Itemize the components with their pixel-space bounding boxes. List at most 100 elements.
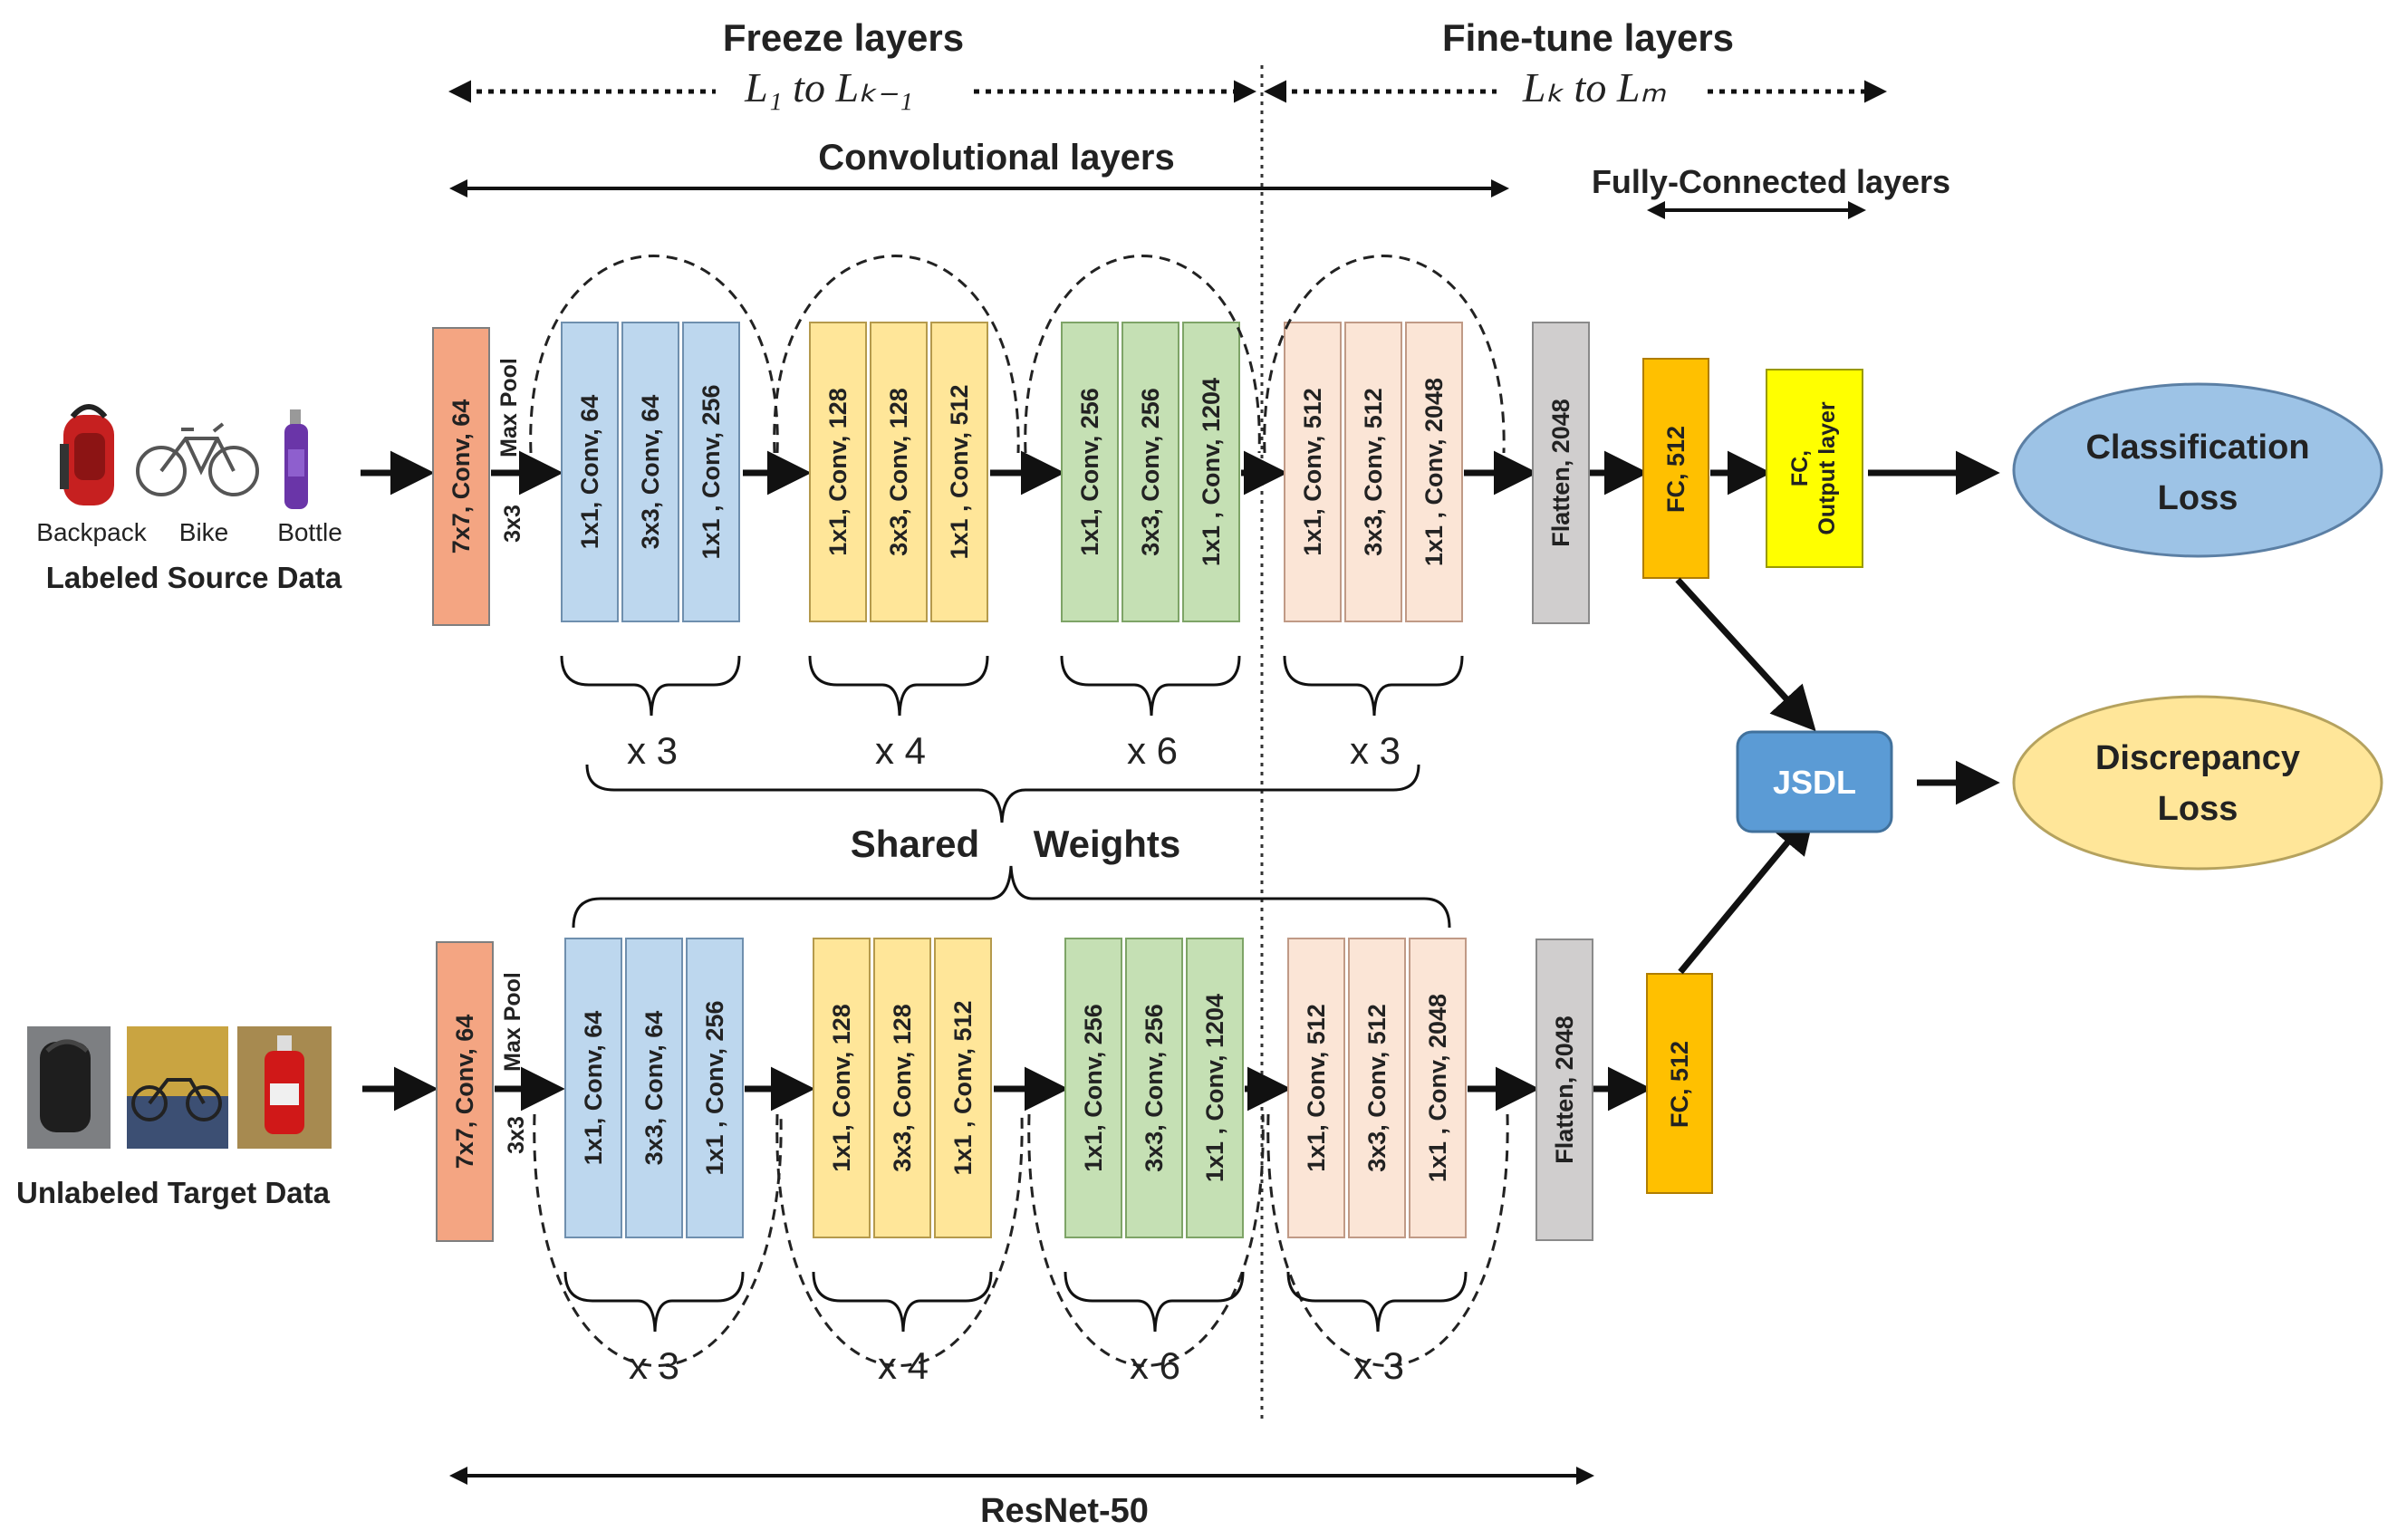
max-pool-size-label: 3x3 <box>500 505 525 543</box>
target-stage2-brace <box>812 1271 993 1333</box>
discrepancy-loss-ellipse <box>2012 695 2383 871</box>
classification-loss-ellipse <box>2012 382 2383 558</box>
stem-conv-block <box>432 327 490 626</box>
target-stage2-layer2-label: 3x3, Conv, 128 <box>889 1004 916 1172</box>
stage2-brace <box>808 655 989 717</box>
target-stage2-layer3-label: 1x1 , Conv, 512 <box>949 1000 977 1175</box>
source-fc-block <box>1642 358 1709 579</box>
stage2-layer2-label: 3x3, Conv, 128 <box>885 388 912 556</box>
target-stage1-layer2 <box>625 938 683 1238</box>
classification-loss-label-line2: Loss <box>2158 479 2238 517</box>
bike-label: Bike <box>179 518 228 546</box>
target-stage2-layer1 <box>813 938 871 1238</box>
stage3-skip-arc <box>1024 255 1261 454</box>
backpack-image <box>60 404 114 505</box>
shared-weights-bottom-brace <box>572 865 1451 929</box>
target-stage4-brace <box>1286 1271 1468 1333</box>
stage3-layer2 <box>1121 322 1179 622</box>
finetune-range: Lₖ to Lₘ <box>1522 64 1667 111</box>
target-stem-conv-block <box>436 941 494 1242</box>
target-max-pool-size-label: 3x3 <box>504 1116 529 1154</box>
target-stage3-layer2 <box>1125 938 1183 1238</box>
target-stage4-layer2-label: 3x3, Conv, 512 <box>1363 1004 1391 1172</box>
jsdl-block <box>1736 730 1893 833</box>
stage4-layer3 <box>1405 322 1463 622</box>
target-stage3-layer1 <box>1064 938 1122 1238</box>
target-bottle-image <box>237 1026 332 1149</box>
bike-image <box>136 422 259 496</box>
target-stage2-repeat-label: x 4 <box>878 1344 929 1387</box>
stage1-skip-arc <box>529 255 779 454</box>
target-stage3-layer1-label: 1x1, Conv, 256 <box>1080 1004 1107 1172</box>
stage4-layer3-label: 1x1 , Conv, 2048 <box>1420 378 1448 566</box>
target-stage3-blocks: 1x1, Conv, 256 3x3, Conv, 256 1x1 , Conv… <box>1064 938 1244 1238</box>
jsdl-label: JSDL <box>1773 764 1856 801</box>
freeze-layers-title: Freeze layers <box>723 16 964 59</box>
source-branch: 7x7, Conv, 64 Max Pool 3x3 1x1, Conv, 64… <box>361 255 2000 772</box>
stage4-layer2 <box>1344 322 1402 622</box>
target-stem-conv-label: 7x7, Conv, 64 <box>451 1015 478 1169</box>
stage3-layer3 <box>1182 322 1240 622</box>
stage1-layer2 <box>621 322 679 622</box>
stage4-layer2-label: 3x3, Conv, 512 <box>1360 388 1387 556</box>
stage2-layer1-label: 1x1, Conv, 128 <box>824 388 852 556</box>
stage2-layer3-label: 1x1 , Conv, 512 <box>946 384 973 559</box>
stage1-layer1 <box>561 322 619 622</box>
stage4-layer1 <box>1284 322 1342 622</box>
target-stage3-layer3 <box>1186 938 1244 1238</box>
freeze-range: L₁ to Lₖ₋₁ <box>744 64 913 111</box>
arrow-target-fc-to-jsdl <box>1678 808 1816 975</box>
source-flatten-label: Flatten, 2048 <box>1547 399 1574 547</box>
stage3-layer3-label: 1x1 , Conv, 1204 <box>1198 378 1225 566</box>
output-layer-label-line2: Output layer <box>1815 401 1840 535</box>
unlabeled-target-data-caption: Unlabeled Target Data <box>16 1176 331 1209</box>
target-bike-image <box>127 1026 228 1149</box>
arrow-source-fc-to-jsdl <box>1675 577 1816 732</box>
target-stage2-layer3 <box>934 938 992 1238</box>
convolutional-layers-label: Convolutional layers <box>818 138 1174 178</box>
stage3-layer1-label: 1x1, Conv, 256 <box>1076 388 1103 556</box>
target-backpack-image <box>27 1026 111 1149</box>
shared-weights-top-brace <box>585 764 1420 823</box>
backpack-label: Backpack <box>36 518 147 546</box>
output-layer-label-line1: FC, <box>1787 450 1813 486</box>
bottle-label: Bottle <box>277 518 342 546</box>
stage2-layer3 <box>930 322 988 622</box>
resnet50-label: ResNet-50 <box>980 1492 1149 1530</box>
target-stage4-layer1 <box>1287 938 1345 1238</box>
stage1-layer1-label: 1x1, Conv, 64 <box>576 395 603 550</box>
shared-label: Shared <box>851 823 979 865</box>
target-stage2-blocks: 1x1, Conv, 128 3x3, Conv, 128 1x1 , Conv… <box>813 938 992 1238</box>
target-stage4-repeat-label: x 3 <box>1353 1344 1404 1387</box>
bottle-image <box>284 409 308 509</box>
target-fc-label: FC, 512 <box>1666 1041 1693 1128</box>
target-stage3-layer3-label: 1x1 , Conv, 1204 <box>1201 994 1228 1182</box>
output-layer-block <box>1766 369 1863 568</box>
target-branch: 7x7, Conv, 64 Max Pool 3x3 1x1, Conv, 64… <box>362 938 1713 1387</box>
target-fc-block <box>1646 973 1713 1194</box>
discrepancy-loss-label-line2: Loss <box>2158 790 2238 828</box>
target-stage3-repeat-label: x 6 <box>1130 1344 1180 1387</box>
stage4-layer1-label: 1x1, Conv, 512 <box>1299 388 1326 556</box>
stage2-layer2 <box>870 322 928 622</box>
stage1-layer3-label: 1x1 , Conv, 256 <box>698 384 725 559</box>
discrepancy-loss-label-line1: Discrepancy <box>2095 739 2300 777</box>
stage1-blocks: 1x1, Conv, 64 3x3, Conv, 64 1x1 , Conv, … <box>561 322 740 622</box>
target-stage1-layer1 <box>564 938 622 1238</box>
fully-connected-layers-label: Fully-Connected layers <box>1592 163 1950 200</box>
stage3-brace <box>1060 655 1241 717</box>
target-stage1-layer2-label: 3x3, Conv, 64 <box>640 1011 668 1166</box>
stage4-repeat-label: x 3 <box>1350 729 1401 772</box>
stage2-layer1 <box>809 322 867 622</box>
target-stage1-blocks: 1x1, Conv, 64 3x3, Conv, 64 1x1 , Conv, … <box>564 938 744 1238</box>
max-pool-label: Max Pool <box>496 358 522 457</box>
classification-loss-label-line1: Classification <box>2085 428 2309 467</box>
target-flatten-block <box>1535 938 1593 1241</box>
target-stage4-blocks: 1x1, Conv, 512 3x3, Conv, 512 1x1 , Conv… <box>1287 938 1467 1238</box>
stage1-layer3 <box>682 322 740 622</box>
weights-label: Weights <box>1034 823 1181 865</box>
target-max-pool-label: Max Pool <box>500 972 525 1072</box>
stage3-layer1 <box>1061 322 1119 622</box>
